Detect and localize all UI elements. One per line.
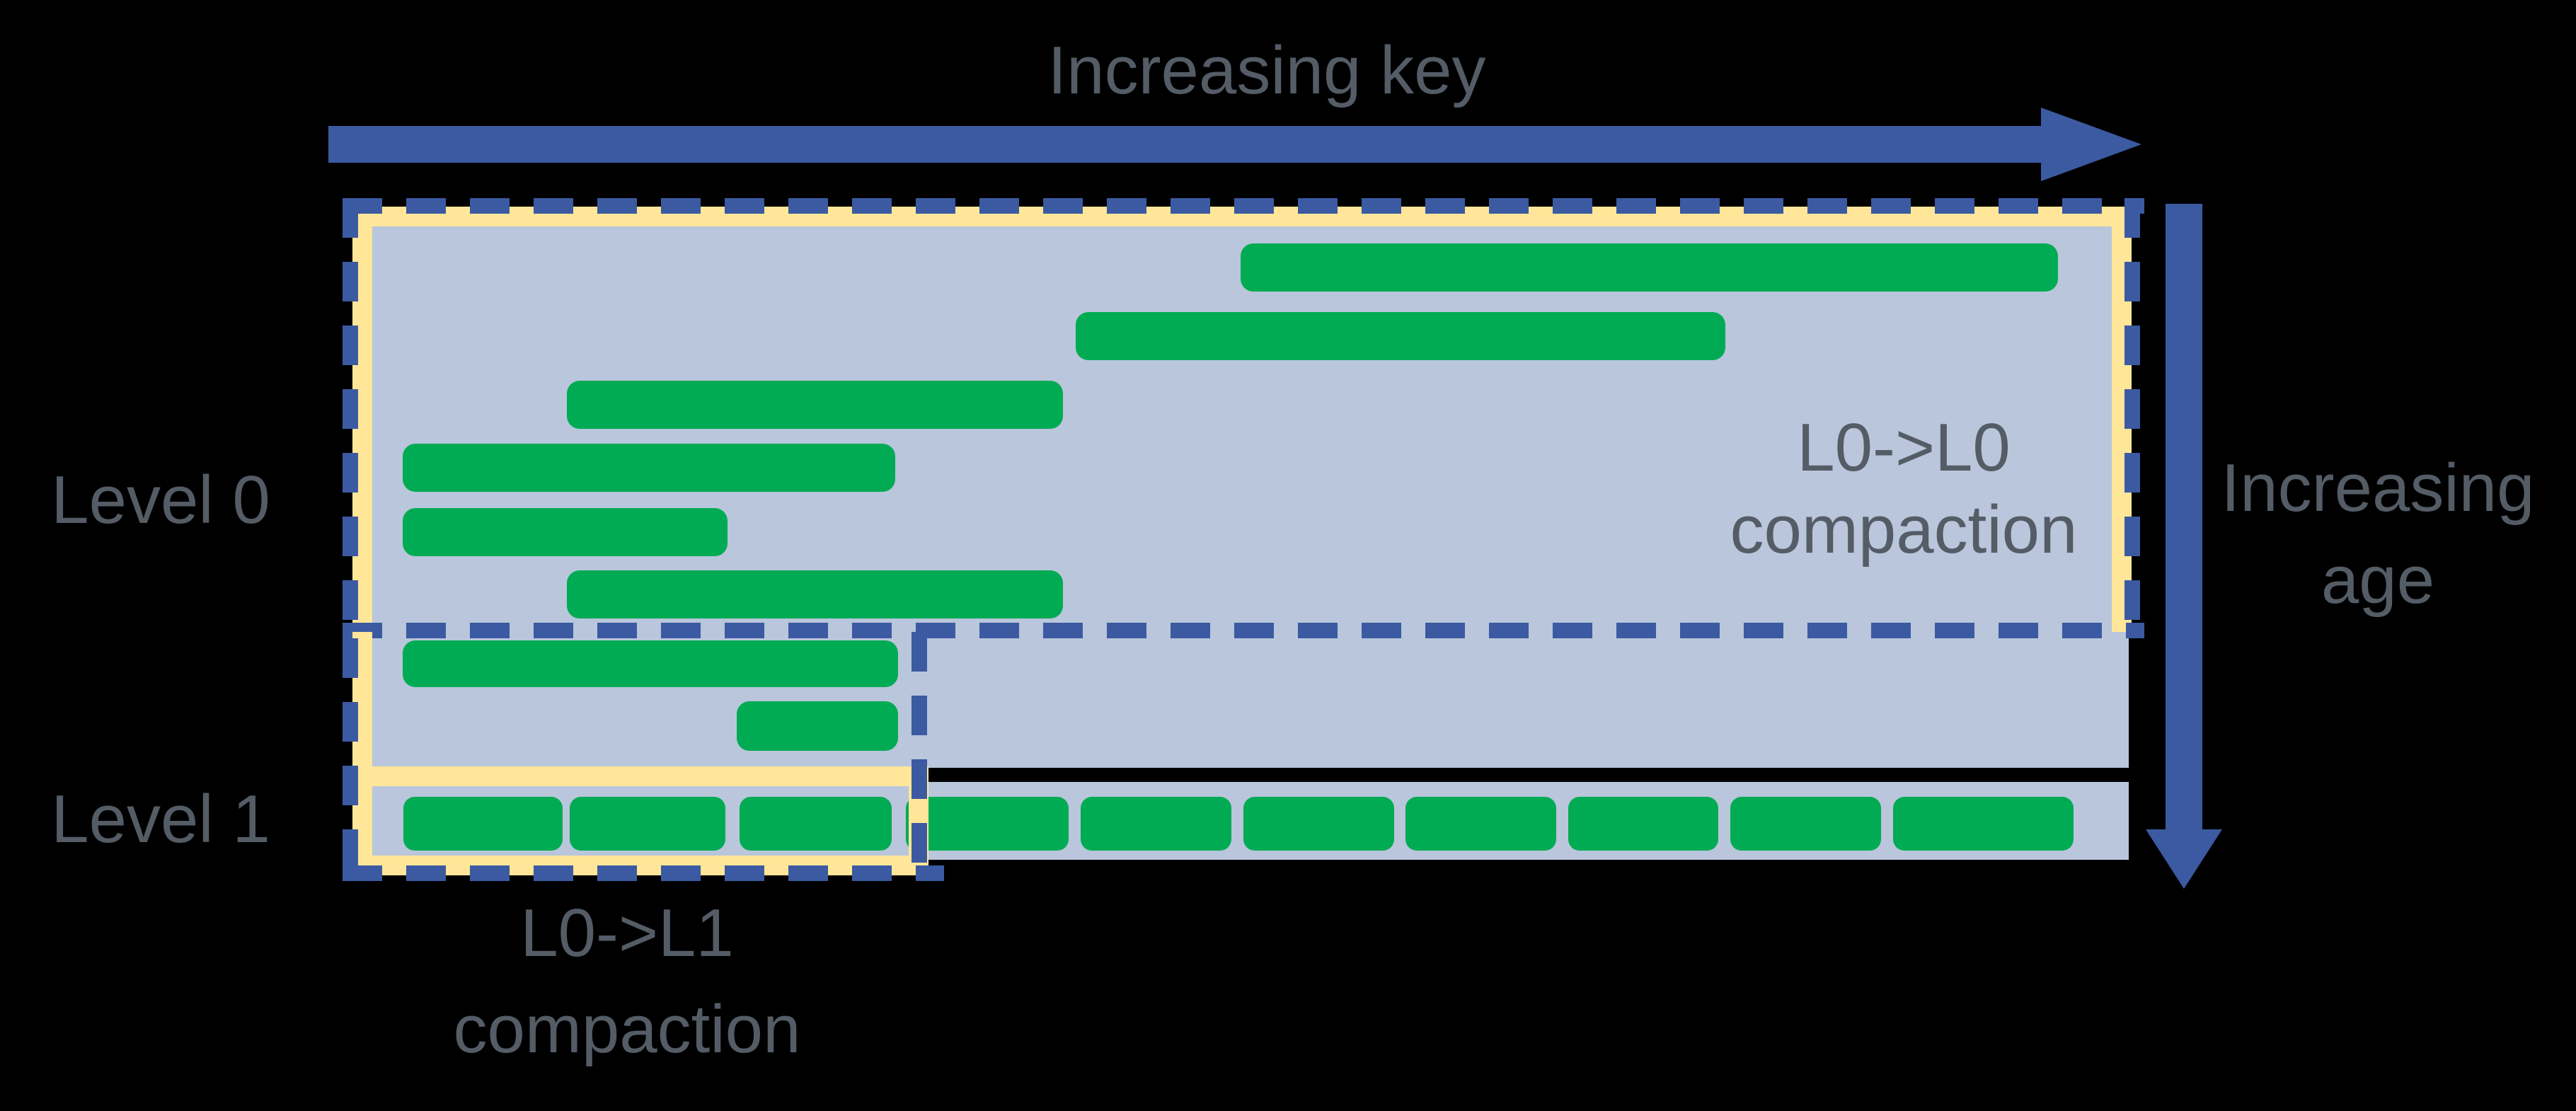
key-direction-arrow-shaft: [328, 126, 2041, 163]
increasing-age-line1: Increasing: [2221, 450, 2535, 526]
l0l0-selection-dashed-border-3: [343, 198, 358, 638]
level1-sstable-segment-5: [1081, 797, 1231, 851]
level1-sstable-segment-8: [1568, 797, 1718, 851]
level1-sstable-segment-7: [1405, 797, 1556, 851]
level1-label-text: Level 1: [51, 781, 270, 857]
age-direction-arrowhead: [2146, 829, 2222, 889]
level1-sstable-segment-6: [1243, 797, 1394, 851]
level1-sstable-segment-9: [1730, 797, 1881, 851]
level1-sstable-segment-10: [1893, 797, 2074, 851]
l0-to-l1-compaction-label: L0->L1 compaction: [368, 885, 886, 1078]
level0-sstable-bar-4: [403, 444, 895, 492]
level1-sstable-segment-2: [570, 797, 725, 851]
level0-label: Level 0: [14, 459, 307, 541]
l0l1-selection-dashed-border-3: [343, 865, 944, 881]
l0-to-l0-line2: compaction: [1730, 492, 2078, 568]
l0-to-l0-compaction-label: L0->L0 compaction: [1649, 407, 2158, 571]
l0l1-selection-dashed-border-1: [343, 638, 358, 881]
l0-to-l1-line2: compaction: [453, 991, 801, 1067]
age-direction-arrow-shaft: [2166, 204, 2202, 835]
level0-sstable-bar-8: [737, 701, 898, 751]
level1-sstable-segment-1: [403, 797, 563, 851]
level1-label: Level 1: [14, 778, 307, 860]
increasing-age-line2: age: [2321, 542, 2435, 618]
level0-sstable-bar-7: [403, 640, 898, 687]
level0-sstable-bar-6: [567, 570, 1063, 618]
level0-sstable-bar-2: [1076, 312, 1725, 360]
l0-to-l1-line1: L0->L1: [520, 895, 734, 971]
level0-sstable-bar-3: [567, 381, 1063, 429]
increasing-key-label: Increasing key: [934, 30, 1599, 112]
level0-label-text: Level 0: [51, 462, 270, 538]
l0l0-selection-dashed-border-1: [343, 198, 2144, 214]
l0l1-selection-yellow-border-2: [352, 766, 928, 786]
level1-sstable-segment-3: [740, 797, 892, 851]
key-direction-arrowhead: [2041, 108, 2141, 181]
level0-sstable-bar-5: [403, 508, 728, 556]
increasing-key-text: Increasing key: [1047, 33, 1486, 108]
l0l0-selection-dashed-border-2: [343, 623, 2144, 638]
l0l0-selection-dashed-border-4: [2124, 198, 2140, 638]
l0-to-l0-line1: L0->L0: [1797, 410, 2011, 485]
level0-sstable-bar-1: [1241, 243, 2058, 292]
increasing-age-label: Increasing age: [2201, 442, 2555, 626]
l0l1-selection-dashed-border-2: [912, 632, 927, 881]
level1-sstable-segment-4: [906, 797, 1069, 851]
